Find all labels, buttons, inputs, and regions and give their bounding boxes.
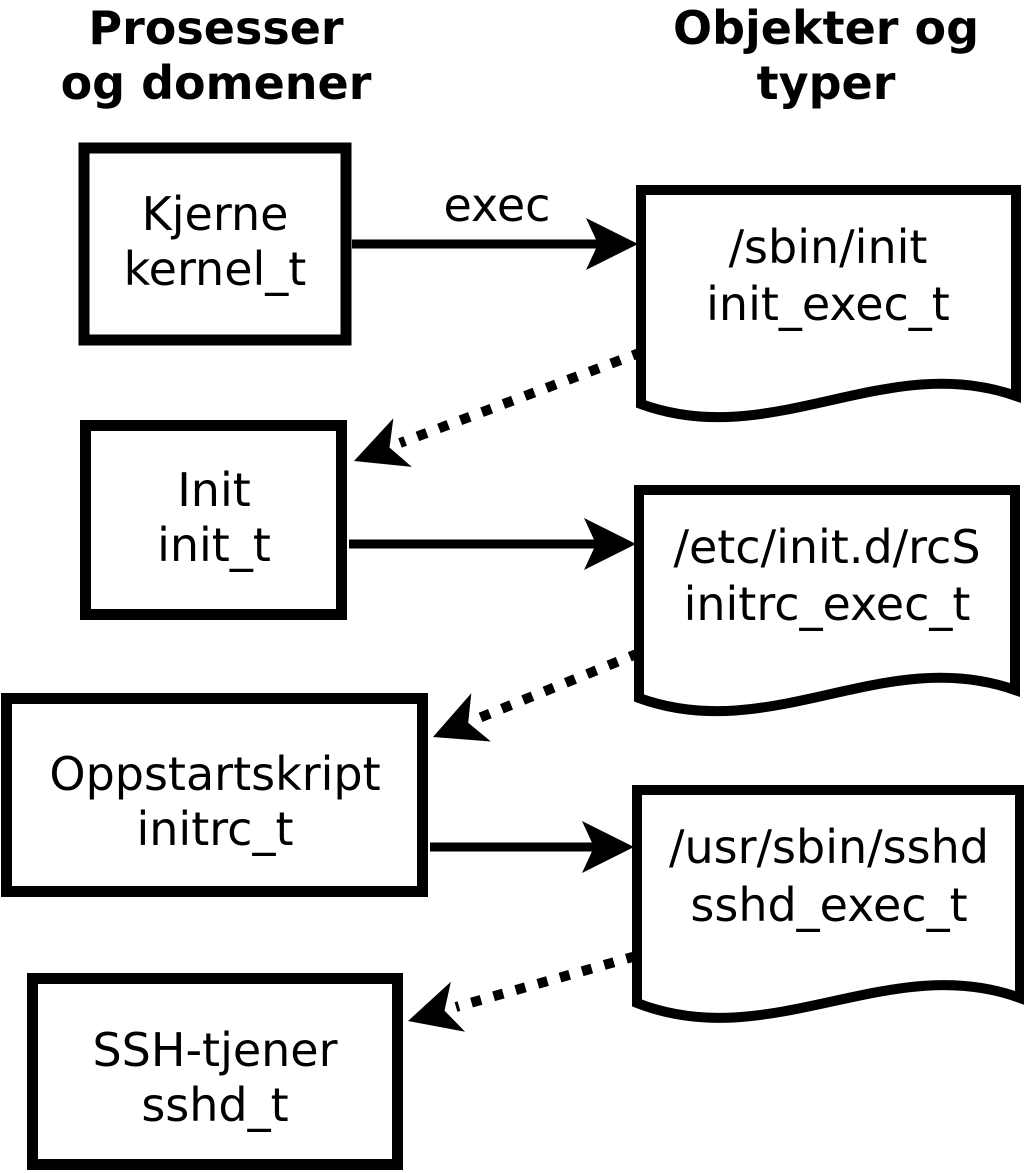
object-type: init_exec_t	[706, 277, 950, 331]
dotted-arrow-shaft	[454, 951, 638, 1012]
exec-arrow-oppstartskript-to-sshd	[430, 821, 634, 873]
process-name: Kjerne	[142, 187, 289, 241]
process-domain: kernel_t	[124, 242, 307, 296]
right-column-header: Objekter og typer	[673, 1, 979, 110]
object-path: /usr/sbin/sshd	[669, 820, 989, 874]
exec-arrow-label: exec	[444, 178, 551, 232]
right-header-line2: typer	[757, 56, 896, 110]
object-doc-sbin-init: /sbin/init init_exec_t	[636, 185, 1021, 423]
dotted-arrowhead-icon	[433, 693, 491, 742]
transition-arrow-sshd-to-ssh-tjener	[408, 951, 638, 1032]
object-path: /sbin/init	[729, 220, 928, 274]
object-type: initrc_exec_t	[684, 577, 971, 631]
process-domain: initrc_t	[137, 802, 294, 856]
object-doc-etc-initd-rcs: /etc/init.d/rcS initrc_exec_t	[634, 485, 1020, 717]
object-doc-usr-sbin-sshd: /usr/sbin/sshd sshd_exec_t	[632, 785, 1024, 1023]
left-column-header: Prosesser og domener	[61, 1, 372, 110]
document-shape	[636, 185, 1021, 423]
transition-arrow-rcs-to-oppstartskript	[433, 648, 641, 742]
process-box-kjerne: Kjerne kernel_t	[78, 142, 352, 346]
object-path: /etc/init.d/rcS	[673, 520, 980, 574]
dotted-arrow-shaft	[477, 648, 641, 723]
process-box-init: Init init_t	[80, 420, 347, 620]
document-shape	[634, 485, 1020, 717]
right-header-line1: Objekter og	[673, 1, 979, 55]
process-domain: init_t	[157, 518, 271, 572]
process-name: SSH-tjener	[92, 1023, 337, 1077]
transition-arrow-sbin-init-to-init	[354, 347, 644, 467]
arrowhead-icon	[582, 821, 634, 873]
process-domain: sshd_t	[141, 1078, 288, 1132]
process-box-oppstartskript: Oppstartskript initrc_t	[1, 693, 428, 897]
dotted-arrowhead-icon	[408, 981, 466, 1032]
process-name: Oppstartskript	[49, 747, 380, 801]
process-name: Init	[177, 463, 251, 517]
dotted-arrow-shaft	[398, 347, 644, 448]
dotted-arrowhead-icon	[354, 418, 412, 467]
process-box-rect	[78, 142, 352, 346]
exec-arrow-kjerne-to-sbin-init: exec	[352, 178, 638, 270]
process-box-rect	[1, 693, 428, 897]
exec-arrow-init-to-rcs	[349, 518, 636, 570]
arrowhead-icon	[586, 218, 638, 270]
left-header-line1: Prosesser	[88, 1, 344, 55]
process-box-rect	[80, 420, 347, 620]
left-header-line2: og domener	[61, 56, 372, 110]
document-shape	[632, 785, 1024, 1023]
arrowhead-icon	[584, 518, 636, 570]
process-box-ssh-tjener: SSH-tjener sshd_t	[27, 973, 403, 1170]
process-box-rect	[27, 973, 403, 1170]
object-type: sshd_exec_t	[690, 878, 967, 932]
